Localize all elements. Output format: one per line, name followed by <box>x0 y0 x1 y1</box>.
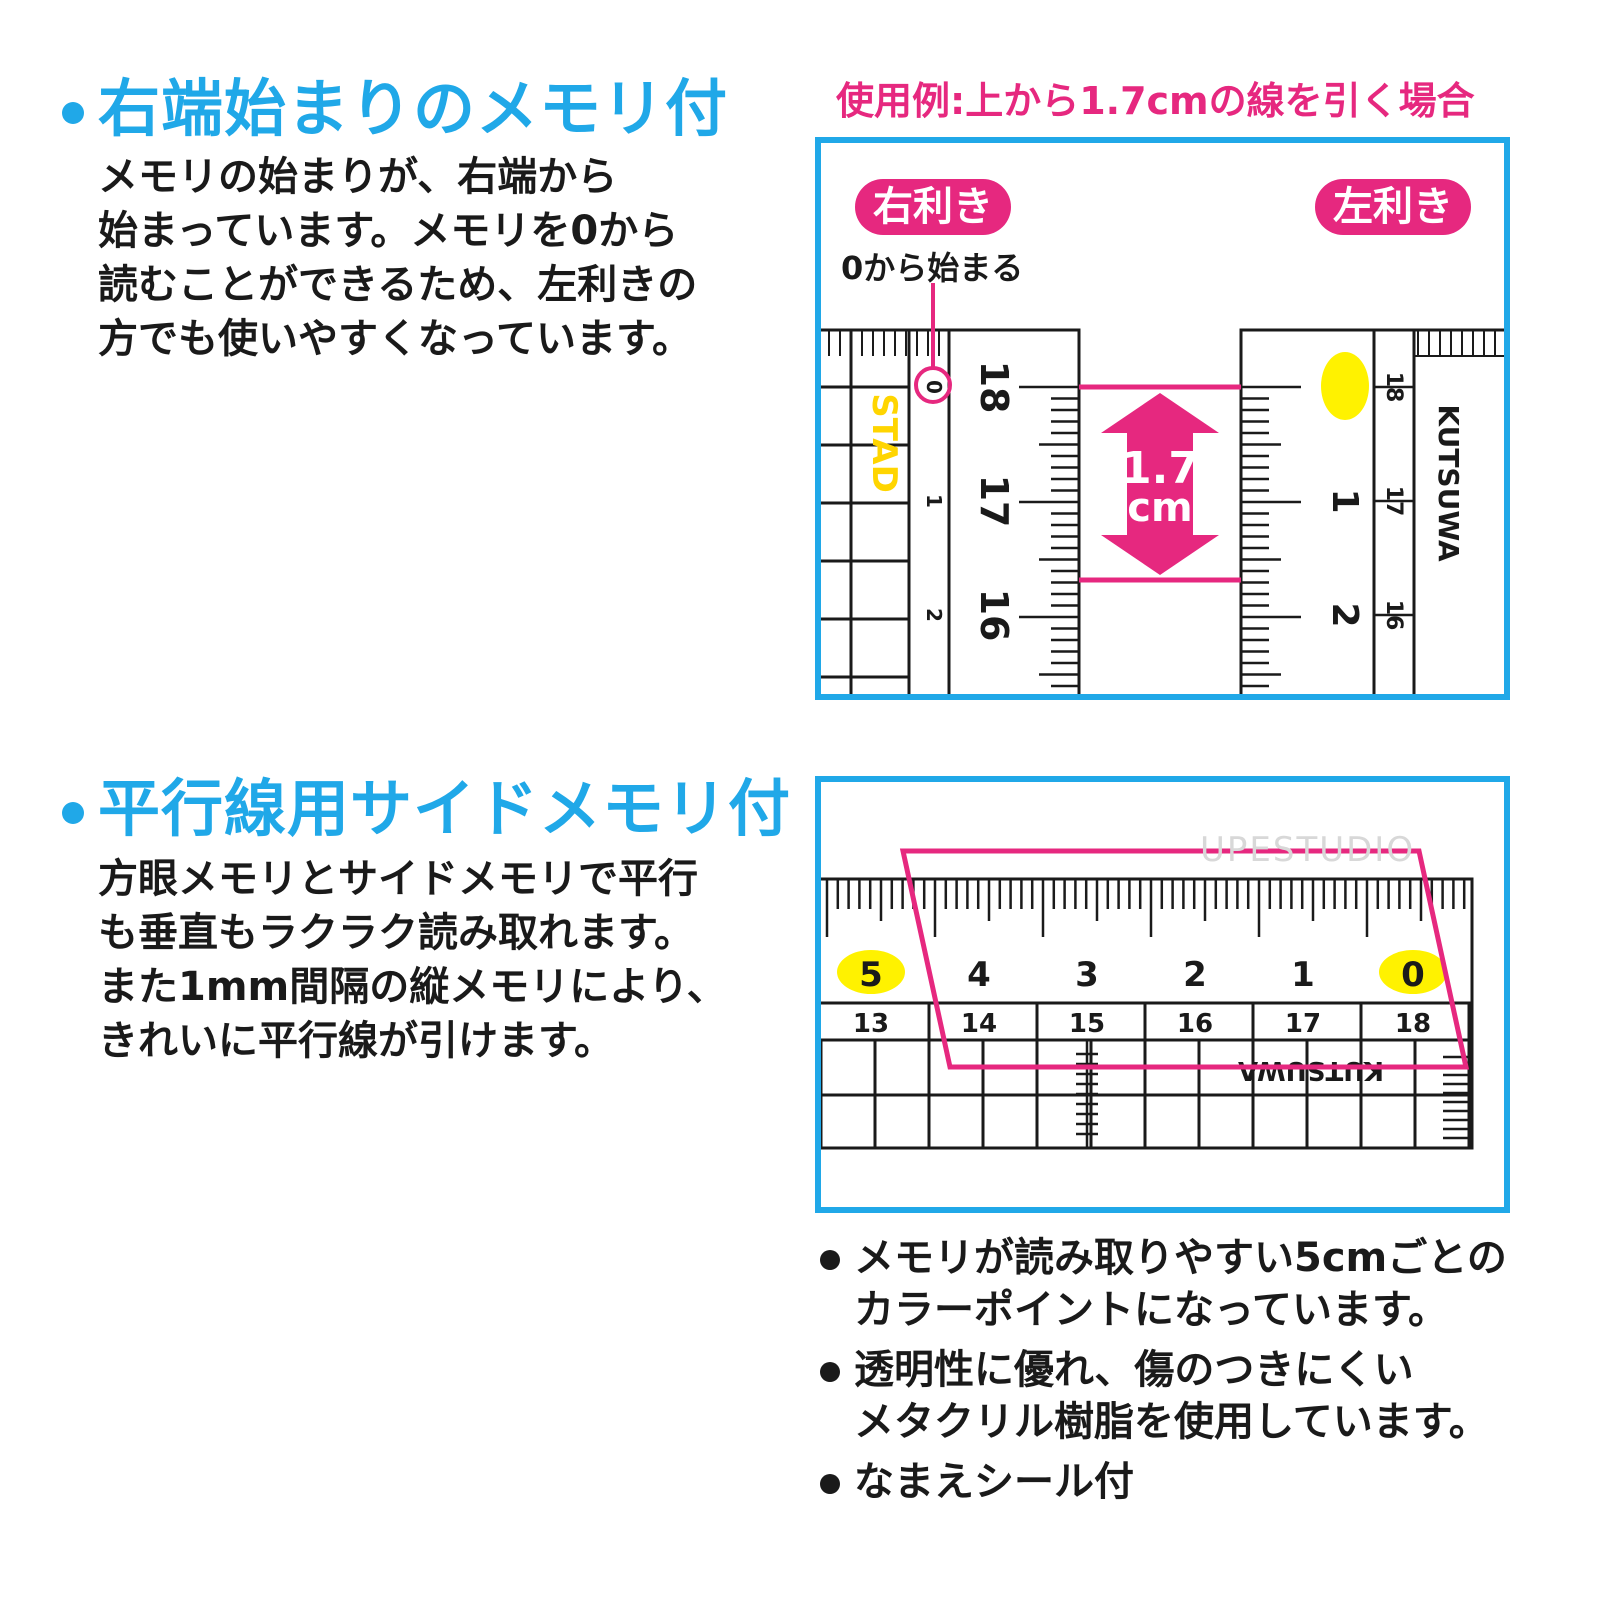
ruler-small-number: 18 <box>1395 1009 1431 1039</box>
ruler-small-number: 17 <box>1381 486 1406 517</box>
bullet-dot-icon <box>62 801 84 824</box>
section2-line: も垂直もラクラク読み取れます。 <box>98 910 694 956</box>
note-text: 透明性に優れ、傷のつきにくい <box>854 1347 1414 1393</box>
ruler-number: 1 <box>1324 488 1365 513</box>
bullet-dot-icon <box>62 101 84 124</box>
ruler-number: 18 <box>972 361 1016 414</box>
section2-heading-text: 平行線用サイドメモリ付 <box>98 772 792 845</box>
ruler-number: 3 <box>1075 955 1099 995</box>
ruler-number: 16 <box>972 589 1016 642</box>
right-hand-badge: 右利き <box>855 179 1011 235</box>
note-text: カラーポイントになっています。 <box>854 1287 1448 1333</box>
measure-unit: cm <box>1127 485 1192 531</box>
measure-arrow-icon <box>1101 393 1219 575</box>
note-text: なまえシール付 <box>854 1459 1134 1505</box>
section2-heading: 平行線用サイドメモリ付 <box>62 778 791 840</box>
ruler-number: 17 <box>972 475 1016 528</box>
ruler-small-number: 14 <box>961 1009 997 1039</box>
section1-line: 読むことができるため、左利きの <box>98 262 698 308</box>
ruler-small-number: 13 <box>853 1009 889 1039</box>
ruler-small-number: 16 <box>1381 600 1406 631</box>
brand-kutsuwa-logo: KUTSUWA <box>1238 1055 1384 1085</box>
section2-line: きれいに平行線が引けます。 <box>98 1018 614 1064</box>
highlight-marker <box>1379 950 1447 994</box>
ruler-small-number: 15 <box>1069 1009 1105 1039</box>
ruler-number: 2 <box>1183 955 1207 995</box>
section2-line: 方眼メモリとサイドメモリで平行 <box>98 856 698 902</box>
section1-heading: 右端始まりのメモリ付 <box>62 78 728 140</box>
ruler-number: 4 <box>967 955 991 995</box>
starts-from-zero-label: 0から始まる <box>841 249 1024 287</box>
note-bullet-icon <box>820 1250 840 1270</box>
example-title: 使用例:上から1.7cmの線を引く場合 <box>836 79 1475 123</box>
note-bullet-icon <box>820 1362 840 1382</box>
measure-value: 1.7 <box>1121 443 1199 494</box>
notes-list: メモリが読み取りやすい5cmごとの カラーポイントになっています。 透明性に優れ… <box>820 1232 1507 1508</box>
section1-heading-text: 右端始まりのメモリ付 <box>98 72 729 145</box>
right-ruler: 012181716KUTSUWA <box>1239 328 1504 694</box>
section1-body: メモリの始まりが、右端から 始まっています。メモリを0から 読むことができるため… <box>98 150 697 366</box>
ruler-number: 0 <box>1401 955 1425 995</box>
ruler-small-number: 17 <box>1285 1009 1321 1039</box>
highlight-marker <box>837 950 905 994</box>
section2-line: また1mm間隔の縦メモリにより、 <box>98 964 727 1010</box>
ruler-small-number: 18 <box>1381 372 1406 403</box>
note-text: メタクリル樹脂を使用しています。 <box>854 1399 1489 1445</box>
left-hand-badge: 左利き <box>1315 179 1471 235</box>
ruler-small-number: 0 <box>922 380 946 394</box>
watermark: UPESTUDIO <box>1200 830 1416 870</box>
note-item: なまえシール付 <box>820 1456 1507 1508</box>
parallel-highlight-shape <box>899 848 1470 1070</box>
ruler-small-number: 2 <box>922 608 946 622</box>
zero-highlight-circle <box>914 366 952 404</box>
note-item: メモリが読み取りやすい5cmごとの カラーポイントになっています。 <box>820 1232 1507 1336</box>
section2-body: 方眼メモリとサイドメモリで平行 も垂直もラクラク読み取れます。 また1mm間隔の… <box>98 852 727 1068</box>
brand-stad-logo: STAD <box>864 393 904 493</box>
brand-kutsuwa-logo: KUTSUWA <box>1432 404 1465 562</box>
example-ruler-illustration: 18 17 16 0 1 2 STAD 0 1 2 18 17 16 KUTSUWA 1.7 cm <box>821 283 1504 694</box>
note-bullet-icon <box>820 1474 840 1494</box>
section1-line: 方でも使いやすくなっています。 <box>98 316 692 362</box>
ruler-small-number: 1 <box>922 494 946 508</box>
ruler-edge <box>1239 328 1504 694</box>
section1-line: メモリの始まりが、右端から <box>98 154 618 200</box>
section1-line: 始まっています。メモリを0から <box>98 208 679 254</box>
example-frame: 18 17 16 0 1 2 STAD 0 1 2 18 17 16 KUTSUWA 1.7 cm 右利… <box>815 137 1510 700</box>
zero-yellow-marker <box>1321 352 1369 420</box>
ruler-number: 2 <box>1324 602 1365 627</box>
left-ruler: 18 17 16 0 1 2 STAD <box>821 328 1081 694</box>
ruler-small-number: 16 <box>1177 1009 1213 1039</box>
ruler-number: 5 <box>859 955 883 995</box>
note-item: 透明性に優れ、傷のつきにくい メタクリル樹脂を使用しています。 <box>820 1344 1507 1448</box>
note-text: メモリが読み取りやすい5cmごとの <box>854 1235 1507 1281</box>
ruler-number: 1 <box>1291 955 1315 995</box>
